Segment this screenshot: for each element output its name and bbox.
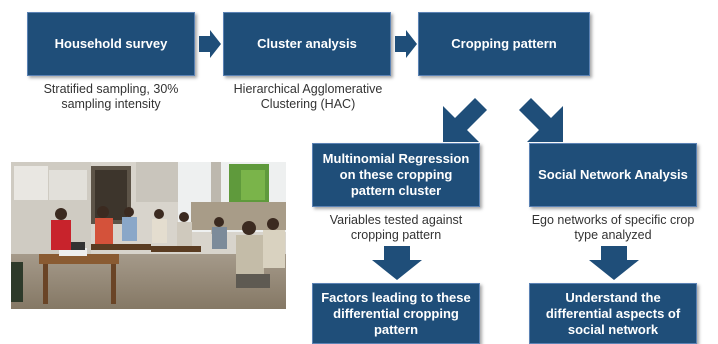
arrow-right-icon bbox=[395, 30, 417, 58]
group-meeting-photo bbox=[11, 162, 286, 309]
arrow-down-right-icon bbox=[517, 96, 565, 144]
cropping-pattern-box: Cropping pattern bbox=[418, 12, 590, 76]
multinomial-regression-label: Multinomial Regression on these cropping… bbox=[322, 151, 470, 198]
cluster-analysis-label: Cluster analysis bbox=[257, 36, 357, 51]
social-network-result-box: Understand the differential aspects of s… bbox=[529, 283, 697, 344]
arrow-down-icon bbox=[372, 246, 422, 280]
multinomial-regression-caption: Variables tested against cropping patter… bbox=[329, 213, 463, 242]
social-network-analysis-caption: Ego networks of specific crop type analy… bbox=[531, 213, 695, 242]
factors-result-label: Factors leading to these differential cr… bbox=[321, 289, 471, 337]
household-survey-caption: Stratified sampling, 30% sampling intens… bbox=[43, 82, 179, 111]
factors-result-box: Factors leading to these differential cr… bbox=[312, 283, 480, 344]
arrow-down-icon bbox=[589, 246, 639, 280]
cluster-analysis-box: Cluster analysis bbox=[223, 12, 391, 76]
arrow-down-left-icon bbox=[441, 96, 489, 144]
cropping-pattern-label: Cropping pattern bbox=[451, 36, 557, 51]
cluster-analysis-caption: Hierarchical Agglomerative Clustering (H… bbox=[233, 82, 383, 111]
social-network-analysis-label: Social Network Analysis bbox=[538, 167, 688, 182]
social-network-analysis-box: Social Network Analysis bbox=[529, 143, 697, 207]
social-network-result-label: Understand the differential aspects of s… bbox=[545, 289, 681, 337]
multinomial-regression-box: Multinomial Regression on these cropping… bbox=[312, 143, 480, 207]
arrow-right-icon bbox=[199, 30, 221, 58]
household-survey-box: Household survey bbox=[27, 12, 195, 76]
household-survey-label: Household survey bbox=[54, 36, 168, 51]
